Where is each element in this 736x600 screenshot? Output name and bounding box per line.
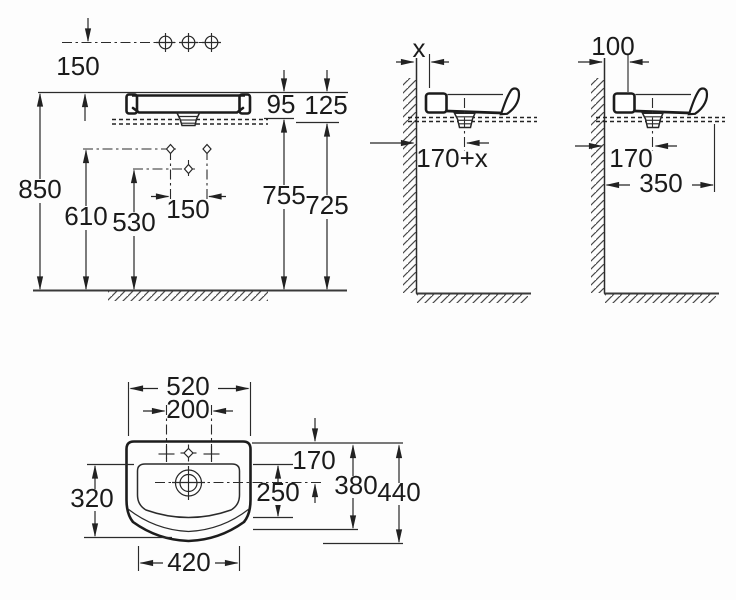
side-section-x-view: x 170+x: [370, 33, 539, 304]
tap-hole-icon: [202, 33, 221, 52]
dim-bowl-length: 250: [256, 477, 299, 507]
front-elevation-view: 150 850 610 530 150 95 125 755 725: [18, 18, 349, 301]
dim-rim-to-underside: 95: [267, 89, 296, 119]
dim-faucet-offset: 150: [56, 51, 99, 81]
dim-rim-height: 850: [18, 174, 61, 204]
dim-supply-spacing: 150: [166, 194, 209, 224]
dim-supply-height: 610: [64, 201, 107, 231]
drain-symbol: [172, 466, 205, 500]
side-section-100-view: 100 170 350: [575, 31, 727, 304]
plan-dimension-lines: [91, 385, 403, 567]
dim-drain-to-wall: 170: [609, 143, 652, 173]
floor-hatching: [108, 291, 268, 301]
plan-extension-lines: [84, 382, 403, 571]
drain-point-icon: [183, 163, 194, 175]
dim-back-to-centerline: 170: [292, 445, 335, 475]
plan-view: 520 200 170 250 380 440 320 420: [70, 371, 420, 577]
tap-hole-symbols: [156, 33, 221, 52]
dim-bowl-depth: 320: [70, 483, 113, 513]
dim-wall-offset: x: [413, 33, 426, 63]
basin-front-profile: [112, 93, 268, 127]
dim-floor-to-bracket: 725: [305, 190, 348, 220]
dim-tap-spacing: 200: [166, 394, 209, 424]
dim-front-to-wall: 350: [639, 168, 682, 198]
tap-hole-icon: [179, 33, 198, 52]
dim-overall-depth: 440: [377, 477, 420, 507]
supply-point-icon: [202, 143, 212, 155]
dim-fixing-to-wall: 100: [591, 31, 634, 61]
tap-hole-icon: [156, 33, 175, 52]
dim-overall-width: 520: [166, 371, 209, 401]
dim-floor-to-underside: 755: [262, 180, 305, 210]
center-tap-hole-icon: [180, 444, 197, 462]
dim-back-to-front-edge: 380: [334, 470, 377, 500]
dim-drain-height: 530: [112, 207, 155, 237]
basin-inner-bowl: [136, 463, 241, 519]
side-x-dimension-lines: [370, 54, 489, 147]
dim-rim-to-bracket: 125: [304, 90, 347, 120]
side-100-dimension-lines: [575, 54, 716, 192]
basin-front-edge-arc: [127, 508, 250, 533]
dim-drain-to-wall-x: 170+x: [416, 143, 488, 173]
dim-front-width: 420: [167, 547, 210, 577]
basin-outer-outline: [125, 440, 252, 543]
supply-point-icon: [165, 143, 176, 155]
